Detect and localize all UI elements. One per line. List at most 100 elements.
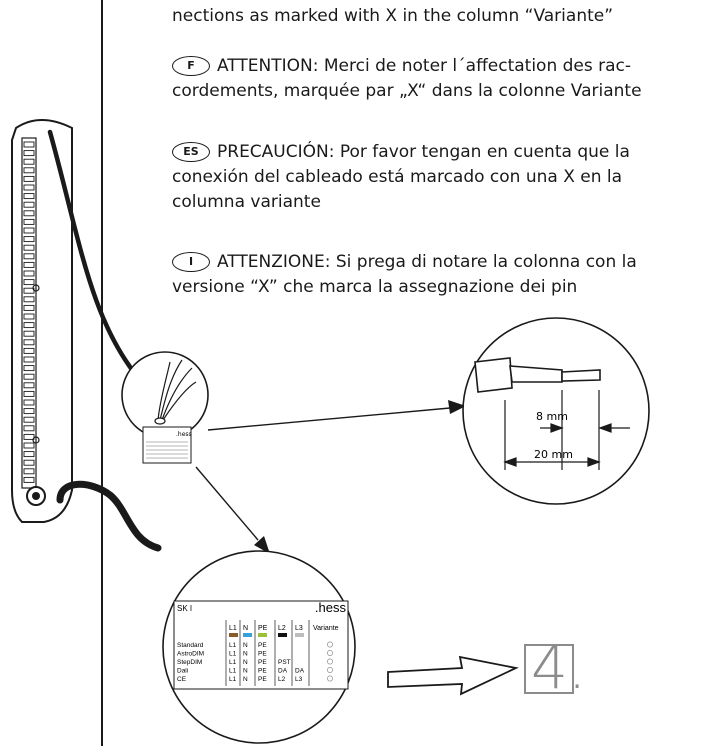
label-cell: L1 <box>229 668 237 675</box>
wire-color-swatch <box>243 633 252 637</box>
wire-drawing <box>474 357 601 393</box>
label-cell: N <box>243 668 248 675</box>
instruction-fr-line1: ATTENTION: Merci de noter l´affectation … <box>217 56 632 76</box>
svg-text:.hess: .hess <box>176 431 192 438</box>
terminal-slot <box>23 373 35 380</box>
next-step-number: 4. <box>531 634 586 702</box>
label-cell: PE <box>258 651 267 658</box>
dimension-lines <box>503 390 630 470</box>
cable-end-small <box>154 359 197 425</box>
label-cell: L3 <box>295 676 303 683</box>
label-header: L2 <box>278 625 286 632</box>
variant-marker <box>327 658 333 665</box>
variant-marker <box>327 675 333 682</box>
label-cell: L1 <box>229 642 237 649</box>
terminal-slot <box>23 210 35 217</box>
label-cell: L1 <box>229 659 237 666</box>
instruction-fr: F ATTENTION: Merci de noter l´affectation… <box>172 54 642 104</box>
instruction-es-line1: PRECAUCIÓN: Por favor tengan en cuenta q… <box>217 142 630 162</box>
instruction-it: I ATTENZIONE: Si prega di notare la colon… <box>172 250 637 300</box>
dim-outer-label: 20 mm <box>534 448 573 461</box>
zoom-circle-small <box>121 351 209 439</box>
label-header: L1 <box>229 625 237 632</box>
next-step-arrow-icon <box>387 655 519 696</box>
label-model: SK I <box>177 604 192 613</box>
label-cell: PE <box>258 668 267 675</box>
terminal-block <box>23 141 35 483</box>
wire-color-swatch <box>229 633 238 637</box>
page-margin-rule <box>101 0 103 746</box>
language-badge-f: F <box>172 56 210 76</box>
variant-marker <box>327 667 333 673</box>
terminal-slot <box>23 218 35 225</box>
terminal-slot <box>23 339 35 346</box>
terminal-slot <box>23 193 35 200</box>
wire-color-swatch <box>258 633 267 637</box>
wire-color-swatch <box>278 633 287 637</box>
terminal-slot <box>23 382 35 389</box>
language-badge-i: I <box>172 252 210 272</box>
terminal-slot <box>23 399 35 406</box>
label-row-name: Standard <box>177 642 204 649</box>
instruction-it-line2: versione “X” che marca la assegnazione d… <box>172 277 578 297</box>
variant-marker <box>327 650 333 656</box>
label-cell: L2 <box>278 676 286 683</box>
label-cell: N <box>243 642 248 649</box>
terminal-slot <box>23 476 35 483</box>
terminal-slot <box>23 141 35 148</box>
label-cell: PE <box>258 676 267 683</box>
instruction-en-tail: nections as marked with X in the column … <box>172 6 614 26</box>
label-cell: PE <box>258 642 267 649</box>
terminal-slot <box>23 175 35 182</box>
label-cell: L1 <box>229 651 237 658</box>
label-cell: N <box>243 651 248 658</box>
label-cell: DA <box>278 668 288 675</box>
luminaire-body <box>11 119 73 523</box>
terminal-slot <box>23 433 35 440</box>
terminal-slot <box>23 425 35 432</box>
terminal-slot <box>23 253 35 260</box>
terminal-slot <box>23 330 35 337</box>
terminal-slot <box>23 227 35 234</box>
next-step-box <box>524 644 574 694</box>
label-cell: DA <box>295 668 305 675</box>
label-cell: N <box>243 676 248 683</box>
terminal-slot <box>23 322 35 329</box>
terminal-slot <box>23 313 35 320</box>
arrow-to-strip-detail <box>207 400 466 431</box>
label-cell: PST <box>278 659 291 666</box>
terminal-slot <box>23 296 35 303</box>
language-badge-es: ES <box>172 142 210 162</box>
instruction-es: ES PRECAUCIÓN: Por favor tengan en cuenta… <box>172 140 630 215</box>
label-row-name: AstroDIM <box>177 651 204 658</box>
label-brand: .hess <box>315 600 347 615</box>
label-cell: L1 <box>229 676 237 683</box>
terminal-slot <box>23 184 35 191</box>
terminal-slot <box>23 451 35 458</box>
label-row-name: CE <box>177 676 187 683</box>
terminal-slot <box>23 468 35 475</box>
label-cell: N <box>243 659 248 666</box>
instruction-es-line2: conexión del cableado está marcado con u… <box>172 167 623 187</box>
instruction-es-line3: columna variante <box>172 192 321 212</box>
terminal-slot <box>23 150 35 157</box>
terminal-slot <box>23 390 35 397</box>
terminal-slot <box>23 167 35 174</box>
instruction-en: nections as marked with X in the column … <box>172 4 613 29</box>
terminal-slot <box>23 261 35 268</box>
terminal-slot <box>23 408 35 415</box>
terminal-slot <box>23 236 35 243</box>
terminal-slot <box>23 459 35 466</box>
arrow-to-label-detail <box>195 466 270 554</box>
terminal-slot <box>23 158 35 165</box>
dim-inner-label: 8 mm <box>536 410 568 423</box>
label-cell: PE <box>258 659 267 666</box>
label-row-name: StepDIM <box>177 659 202 666</box>
terminal-slot <box>23 347 35 354</box>
label-thumbnail: .hess <box>142 426 192 464</box>
instruction-it-line1: ATTENZIONE: Si prega di notare la colonn… <box>217 252 637 272</box>
